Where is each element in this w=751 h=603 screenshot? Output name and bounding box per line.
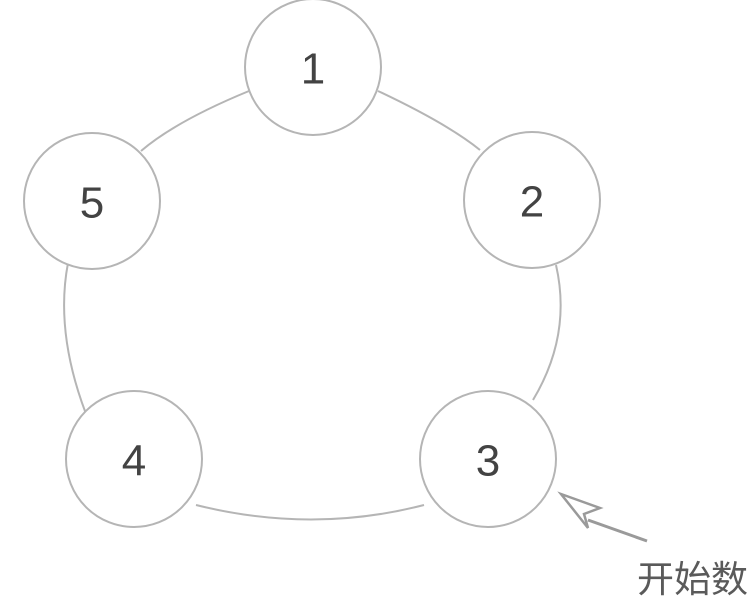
annotation-arrow-head-icon <box>557 491 604 529</box>
node-1[interactable]: 1 <box>244 0 382 136</box>
node-4[interactable]: 4 <box>65 390 203 528</box>
annotation-label: 开始数 <box>637 558 748 601</box>
node-5[interactable]: 5 <box>23 132 161 270</box>
node-3-circle[interactable] <box>419 390 557 528</box>
node-3-label: 3 <box>476 437 500 486</box>
edge-node4-node5 <box>63 262 91 425</box>
nodes-group: 1 2 3 4 5 <box>23 0 601 528</box>
node-2-label: 2 <box>520 178 544 227</box>
node-2-circle[interactable] <box>463 131 601 269</box>
edge-node5-node1 <box>140 90 250 152</box>
edge-node3-node4 <box>195 504 425 521</box>
node-4-label: 4 <box>122 437 146 486</box>
node-3[interactable]: 3 <box>419 390 557 528</box>
node-4-circle[interactable] <box>65 390 203 528</box>
node-2[interactable]: 2 <box>463 131 601 269</box>
edges-group <box>63 90 562 521</box>
edge-node2-node3 <box>532 264 562 401</box>
node-1-label: 1 <box>301 45 325 94</box>
node-5-label: 5 <box>80 179 104 228</box>
edge-node1-node2 <box>377 90 481 151</box>
node-1-circle[interactable] <box>244 0 382 136</box>
annotation-arrow-shaft <box>587 518 648 543</box>
node-5-circle[interactable] <box>23 132 161 270</box>
start-count-annotation: 开始数 <box>557 491 748 601</box>
